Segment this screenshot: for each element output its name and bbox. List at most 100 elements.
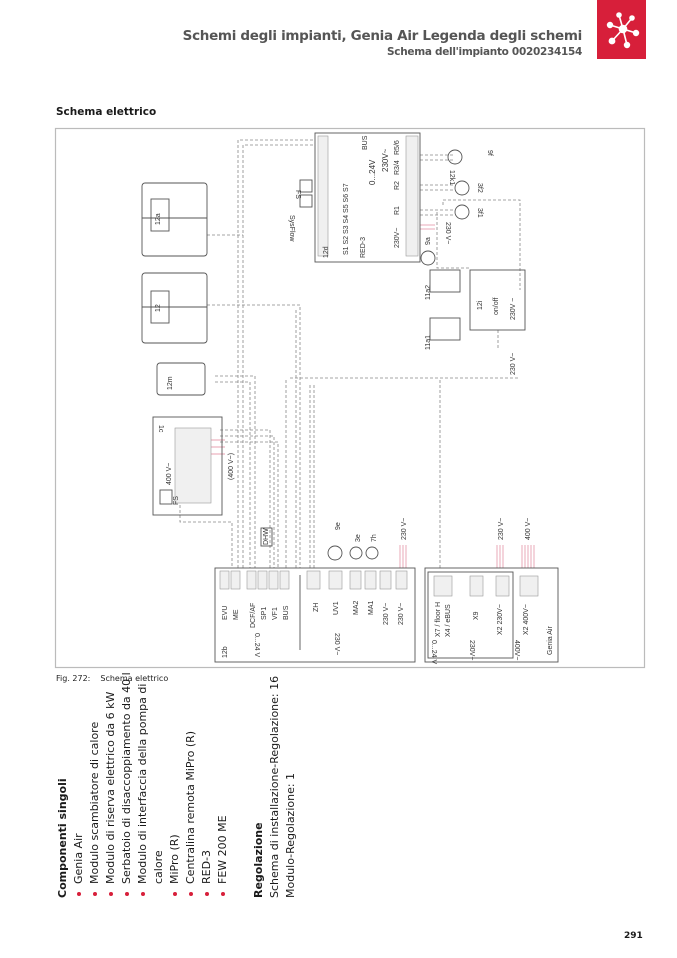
label-fs: FS: [173, 496, 180, 505]
label-r-230v: 230V~: [394, 228, 401, 248]
label-12k1: 12k1: [448, 170, 455, 185]
label-12d: 12d: [323, 246, 330, 258]
motor-9a: [420, 250, 436, 266]
motor-9f: [447, 149, 463, 165]
pump-3f2: [454, 180, 470, 196]
components-heading: Componenti singoli: [56, 778, 69, 898]
components-list: Genia Air Modulo scambiatore di calore M…: [71, 648, 231, 898]
label-400v-paren: (400 V~): [228, 453, 235, 480]
box-12b: [214, 567, 416, 663]
label-fs2: FS: [294, 190, 301, 199]
list-item: RED-3: [199, 648, 215, 898]
label-bus: BUS: [362, 135, 369, 150]
label-7h: 7h: [371, 534, 378, 542]
label-me: ME: [233, 609, 240, 620]
page-header-subtitle: Schema dell'impianto 0020234154: [387, 46, 582, 58]
label-3f2: 3f2: [476, 183, 483, 193]
thermostat-12a: [141, 182, 208, 257]
label-red3: RED-3: [360, 237, 367, 258]
label-b-230v: 230 V~: [333, 633, 340, 655]
label-b-0-24v: 0...24 V: [253, 633, 260, 657]
network-node-icon: [597, 0, 646, 59]
sensor-dhw: [260, 527, 273, 547]
label-x7: X7 / floor H: [435, 602, 442, 637]
remote-12m: [156, 362, 206, 396]
label-r56: R5/6: [394, 140, 401, 155]
label-onoff: on/off: [493, 298, 500, 315]
diagram-frame: [54, 127, 646, 669]
label-230v-g: 230 V~: [401, 518, 408, 540]
label-r2: R2: [394, 181, 401, 190]
label-230v-e: 230 V~: [383, 603, 390, 625]
label-12m: 12m: [167, 376, 174, 390]
label-sp1: SP1: [261, 607, 268, 620]
label-9a: 9a: [425, 237, 432, 245]
label-0-24v: 0...24V: [368, 159, 377, 185]
label-3e: 3e: [355, 534, 362, 542]
label-11a2: 11a2: [425, 285, 432, 300]
box-12i: [469, 269, 526, 331]
label-11a1: 11a1: [425, 335, 432, 350]
label-12i: 12i: [477, 300, 484, 310]
list-item: Modulo scambiatore di calore: [87, 648, 103, 898]
label-12a: 12a: [155, 213, 162, 225]
wires: [179, 139, 521, 568]
list-item: FEW 200 ME: [215, 648, 231, 898]
label-230v: 230V~: [381, 148, 390, 172]
label-230v-f: 230 V~: [398, 603, 405, 625]
label-s-inputs: S1 S2 S3 S4 S5 S6 S7: [343, 183, 350, 255]
component-list-rotated: Componenti singoli Genia Air Modulo scam…: [55, 648, 299, 898]
label-1c: 1c: [157, 425, 164, 433]
label-3f1: 3f1: [476, 208, 483, 218]
box-1c: [152, 416, 223, 516]
label-dhw: DHW: [263, 528, 270, 545]
label-9e: 9e: [335, 522, 342, 530]
pump-3f1: [454, 204, 470, 220]
list-item: MiPro (R): [167, 648, 183, 898]
label-r34: R3/4: [394, 160, 401, 175]
label-bus2: BUS: [283, 605, 290, 620]
list-item: Modulo di riserva elettrico da 6 kW: [103, 648, 119, 898]
sensor-fs: [159, 489, 173, 505]
label-230v-b: 230 V~: [444, 222, 451, 244]
label-uv1: UV1: [333, 601, 340, 615]
label-zh: ZH: [313, 603, 320, 612]
pump-3e: [349, 546, 363, 560]
red3-box: [314, 132, 421, 263]
motor-9e: [327, 545, 343, 561]
label-ma2: MA2: [353, 601, 360, 616]
page-number: 291: [624, 931, 643, 941]
label-12: 12: [155, 304, 162, 312]
list-item: Serbatoio di disaccoppiamento da 40 l: [119, 648, 135, 898]
thermostat-12: [141, 272, 208, 344]
regolazione-heading: Regolazione: [252, 822, 265, 898]
list-item: Genia Air: [71, 648, 87, 898]
page-header-title: Schemi degli impianti, Genia Air Legenda…: [182, 28, 583, 44]
pump-7h: [365, 546, 379, 560]
label-9f: 9f: [486, 150, 493, 156]
list-item: Centralina remota MiPro (R): [183, 648, 199, 898]
label-vf1: VF1: [272, 607, 279, 620]
label-dcf: DCF/AF: [250, 603, 257, 628]
label-evu: EVU: [222, 606, 229, 620]
regolazione-line: Modulo-Regolazione: 1: [284, 772, 297, 898]
label-230v-c: 230V ~: [510, 298, 517, 320]
label-g-230v: 230V~: [468, 640, 475, 660]
sensor-sysflow: [299, 194, 313, 208]
label-400v: 400 V~: [166, 463, 173, 485]
label-x2-400v: X2 400V~: [523, 604, 530, 635]
box-11a1: [429, 317, 461, 341]
regolazione-line: Schema di installazione-Regolazione: 16: [268, 675, 281, 898]
label-x2-230v: X2 230V~: [497, 604, 504, 635]
box-genia-air: [424, 567, 559, 663]
label-230v-d: 230 V~: [510, 353, 517, 375]
list-item: Modulo di interfaccia della pompa di cal…: [135, 648, 167, 898]
label-genia-air: Genia Air: [547, 626, 554, 655]
label-x4: X4 / eBUS: [445, 604, 452, 637]
label-r1: R1: [394, 206, 401, 215]
label-g-0-24v: 0...24 V: [430, 640, 437, 664]
label-ma1: MA1: [368, 601, 375, 616]
label-230v-h: 230 V~: [498, 518, 505, 540]
label-g-400v: 400V~: [513, 640, 520, 660]
